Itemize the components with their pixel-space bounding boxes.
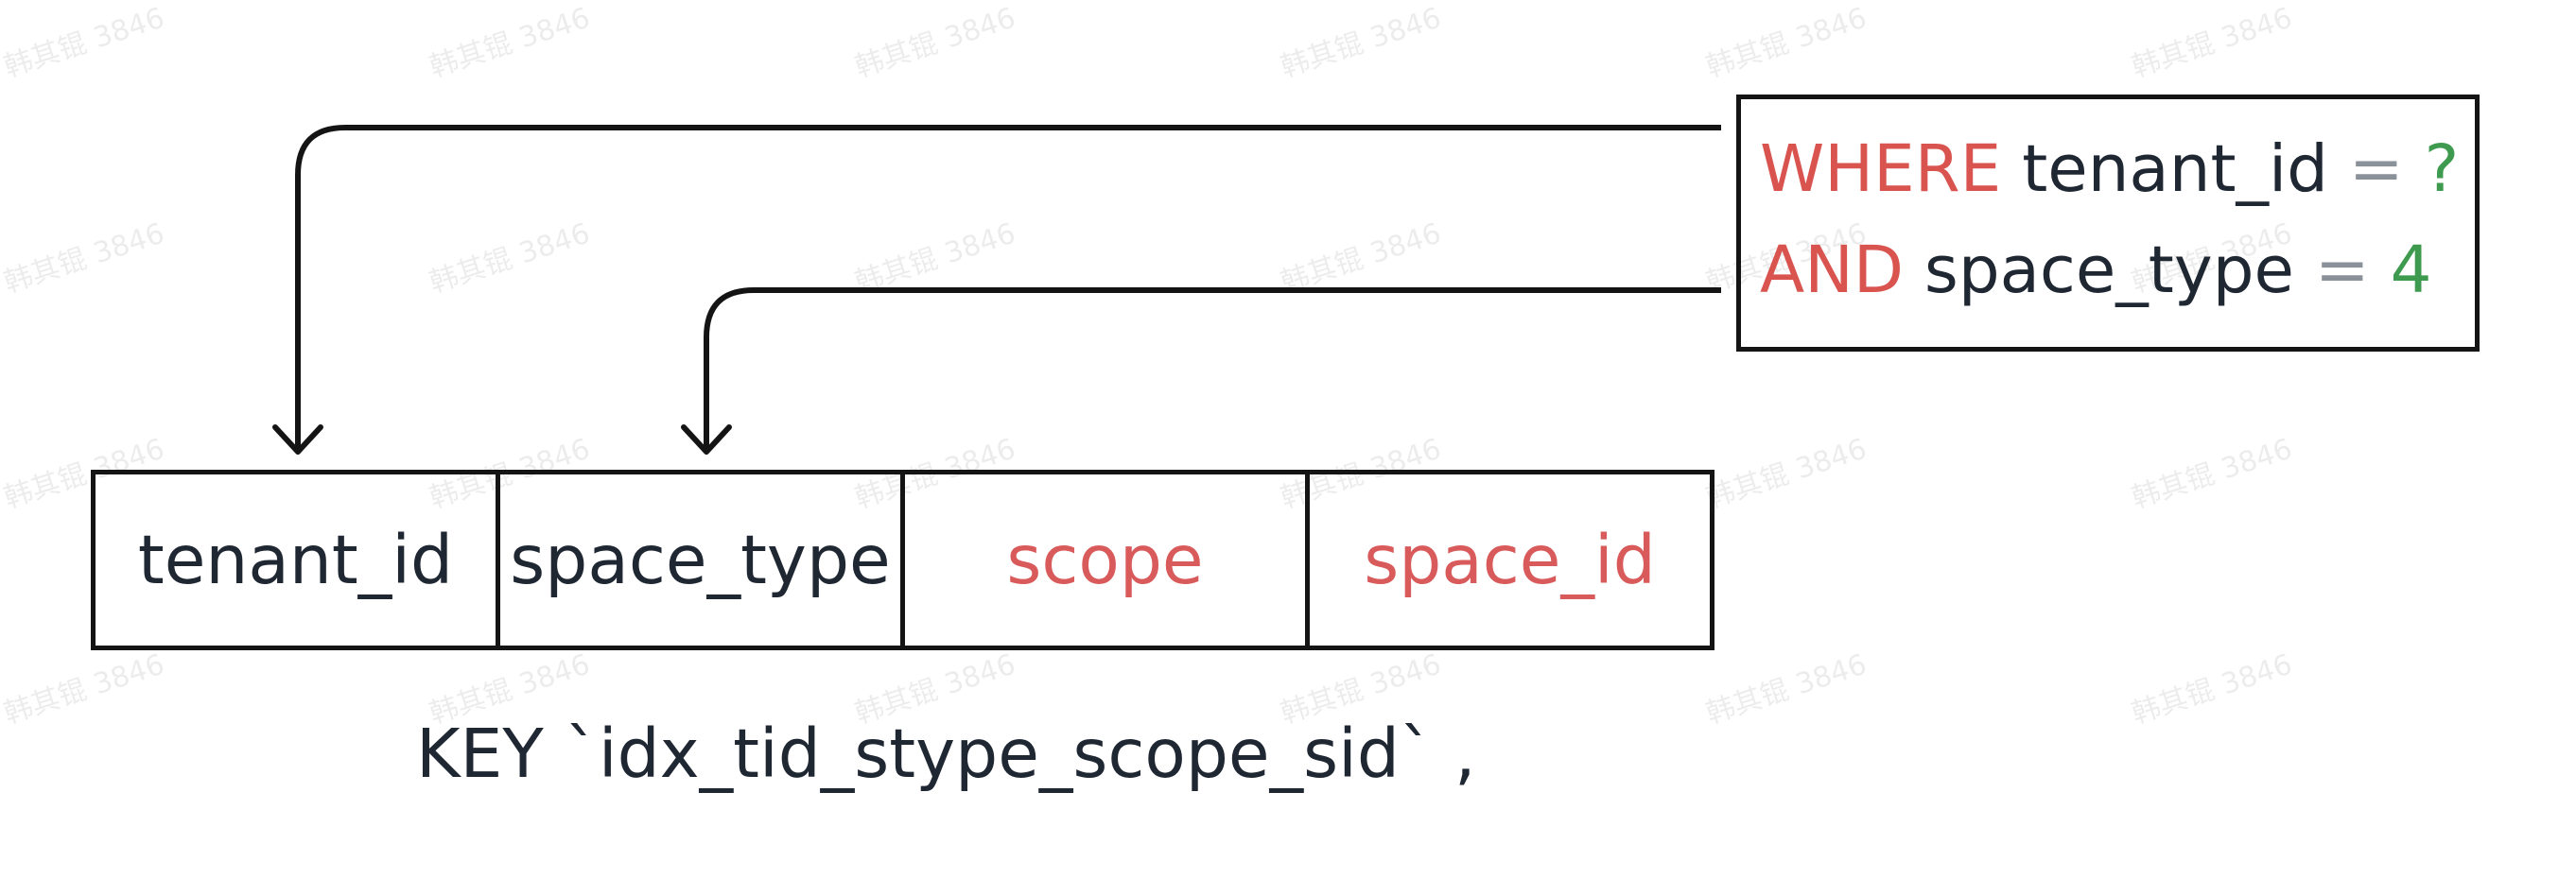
keyword-where: WHERE xyxy=(1760,131,2002,207)
arrow-space-type xyxy=(704,287,1721,449)
index-cell-space-id: space_id xyxy=(1305,470,1714,650)
where-clause-box: WHERE tenant_id = ? AND space_type = 4 xyxy=(1736,95,2480,352)
operator-equals: = xyxy=(2314,233,2370,308)
query-value-four: 4 xyxy=(2390,233,2432,308)
where-line: WHERE tenant_id = ? xyxy=(1760,137,2459,202)
index-cell-space-type: space_type xyxy=(496,470,905,650)
arrow-tenant-id xyxy=(295,125,1721,449)
keyword-and: AND xyxy=(1760,233,1904,308)
arrow-head-space-type xyxy=(681,424,732,455)
query-value-placeholder: ? xyxy=(2424,131,2460,207)
query-column-tenant-id: tenant_id xyxy=(2022,131,2328,207)
and-line: AND space_type = 4 xyxy=(1760,238,2432,303)
operator-equals: = xyxy=(2348,131,2404,207)
arrow-head-tenant-id xyxy=(272,424,323,455)
index-cell-tenant-id: tenant_id xyxy=(91,470,500,650)
index-columns-row: tenant_id space_type scope space_id xyxy=(91,470,1714,650)
index-key-definition: KEY `idx_tid_stype_scope_sid` , xyxy=(416,715,1476,793)
query-column-space-type: space_type xyxy=(1923,233,2294,308)
index-cell-scope: scope xyxy=(900,470,1310,650)
